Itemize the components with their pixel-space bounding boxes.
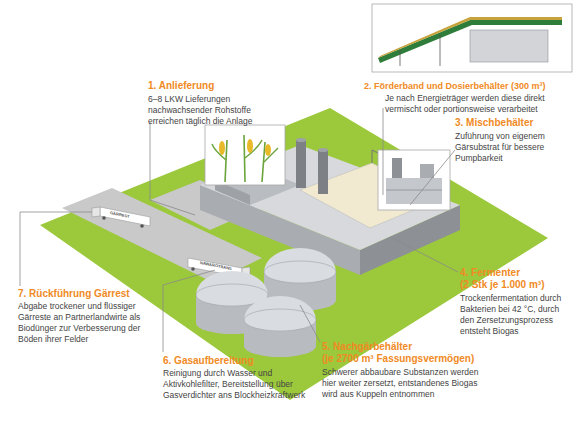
callout-heading: (je 2700 m³ Fassungsvermögen) — [322, 353, 474, 365]
storage-dome-part — [244, 296, 316, 331]
leader-line-part — [392, 238, 458, 272]
crop-inset-part — [265, 144, 271, 156]
conveyor-inset — [372, 4, 572, 72]
callout-text: Zuführung von eigenem Gärsubstrat für be… — [455, 131, 567, 164]
callout-heading: 6. Gasaufbereitung — [163, 355, 313, 367]
plant-building-part — [318, 148, 328, 152]
truck-part — [92, 207, 100, 217]
mixer-inset-part — [378, 150, 450, 210]
crop-inset-part — [225, 135, 265, 182]
leader-line-part — [150, 122, 195, 215]
callout-heading: 2. Förderband und Dosierbehälter (300 m³… — [364, 80, 546, 92]
leader-line-part — [383, 108, 384, 195]
truck-label: NAWAROTRANS — [200, 260, 232, 271]
plant-building-part — [296, 140, 306, 188]
callout-text: Reinigung durch Wasser und Aktivkohlefil… — [163, 368, 311, 401]
mixer-inset-part — [392, 158, 402, 178]
mixer-inset — [378, 150, 450, 210]
callout-text: Abgabe trockener und flüssiger Gärreste … — [18, 301, 143, 345]
truck-part — [140, 224, 144, 228]
plant-building-part — [372, 150, 373, 163]
callout-heading: (2 Stk je 1.000 m³) — [460, 279, 544, 291]
storage-dome-part — [264, 261, 336, 283]
storage-dome-part — [196, 271, 268, 306]
truck-part — [102, 216, 106, 220]
road — [62, 180, 262, 282]
callout-text: 6–8 LKW Lieferungen nachwachsender Rohst… — [148, 94, 276, 127]
plant-building-part — [318, 150, 328, 194]
storage-dome-part — [244, 309, 316, 331]
callout-heading: 5. Nachgärbehälter — [322, 341, 412, 353]
leader-line-part — [20, 212, 92, 286]
callout-heading: 3. Mischbehälter — [455, 117, 573, 129]
truck — [92, 207, 150, 228]
leader-line-part — [410, 150, 455, 205]
truck-part — [191, 267, 195, 271]
storage-dome-part — [264, 248, 336, 283]
conveyor-inset-part — [372, 4, 572, 72]
callout-text: Trockenfermentation durch Bakterien bei … — [460, 293, 572, 337]
truck-part — [100, 207, 150, 226]
callout-heading: 7. Rückführung Gärrest — [18, 288, 153, 300]
leader-line-part — [163, 270, 215, 352]
mixer-inset-part — [420, 164, 434, 178]
callout-text: Je nach Energieträger werden diese direk… — [385, 93, 573, 115]
truck-label: GÄRREST — [110, 210, 130, 219]
callout-heading: 1. Anlieferung — [148, 80, 278, 92]
conveyor-inset-part — [400, 50, 401, 66]
crop-inset-part — [219, 141, 225, 155]
crop-inset-part — [212, 140, 278, 162]
mixer-inset-part — [386, 190, 442, 191]
conveyor-inset-part — [440, 34, 441, 66]
crop-inset-part — [247, 139, 253, 153]
storage-dome — [244, 296, 316, 357]
leader-line-part — [300, 305, 320, 342]
conveyor-inset-part — [378, 20, 562, 63]
crop-inset-part — [205, 125, 285, 185]
plant-building-part — [296, 138, 306, 142]
conveyor-inset-part — [470, 30, 548, 62]
callout-text: Schwerer abbaubare Substanzen werden hie… — [322, 367, 494, 400]
crop-inset — [205, 125, 285, 185]
callout-heading: 4. Fermenter — [460, 267, 520, 279]
